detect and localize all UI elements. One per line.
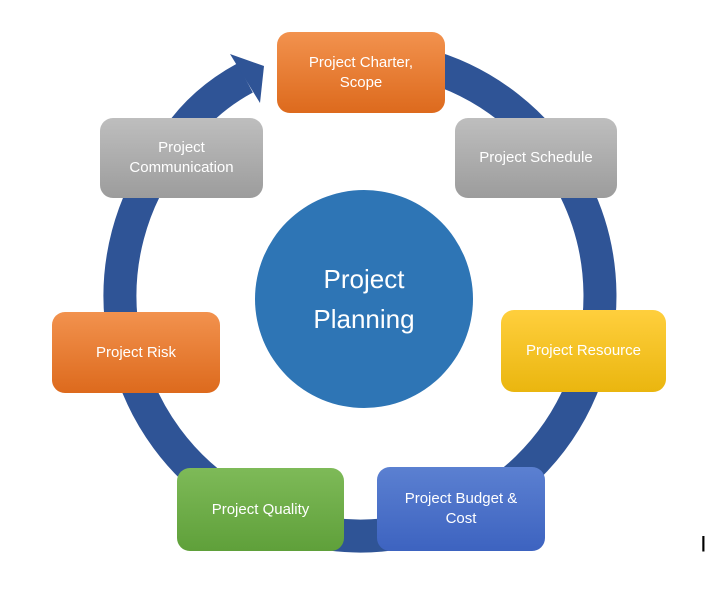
node-project-budget-cost: Project Budget & Cost <box>377 467 545 551</box>
node-label: Project Charter, Scope <box>308 53 414 91</box>
node-label: Project Quality <box>211 500 310 518</box>
center-label: Project Planning <box>313 264 415 334</box>
node-label: Project Resource <box>525 342 642 359</box>
node-label: Project Schedule <box>479 149 593 166</box>
node-label: Project Communication <box>129 139 234 176</box>
node-project-communication: Project Communication <box>100 118 263 198</box>
node-project-resource: Project Resource <box>501 310 666 392</box>
node-label: Project Risk <box>95 343 177 361</box>
node-project-quality: Project Quality <box>177 468 344 551</box>
center-circle: Project Planning <box>255 190 473 408</box>
node-project-schedule: Project Schedule <box>455 118 617 198</box>
arrow-head-icon <box>230 54 264 103</box>
node-project-charter-scope: Project Charter, Scope <box>277 32 445 113</box>
node-label: Project Budget & Cost <box>404 490 518 527</box>
text-cursor-artifact: | <box>701 533 706 552</box>
node-project-risk: Project Risk <box>52 312 220 393</box>
